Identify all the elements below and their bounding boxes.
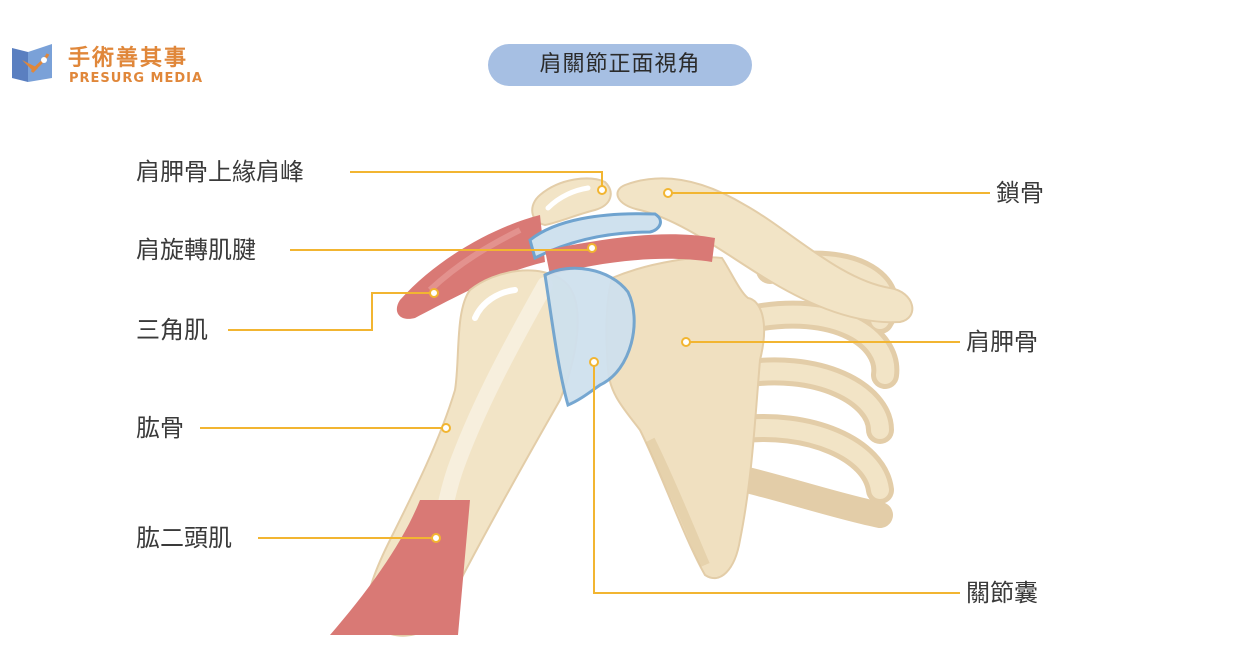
label-deltoid: 三角肌 [136, 316, 208, 344]
clavicle [616, 177, 914, 324]
label-biceps: 肱二頭肌 [136, 524, 232, 552]
brand-name: 手術善其事 [68, 46, 189, 71]
leader-acromion [350, 171, 603, 188]
page-title: 肩關節正面視角 [488, 44, 752, 86]
dot-scapula [681, 337, 691, 347]
rotator-cuff-tendon [528, 212, 662, 261]
leader-capsule [593, 362, 960, 594]
brand-logo: 手術善其事 PRESURG MEDIA [8, 38, 208, 94]
dot-biceps [431, 533, 441, 543]
label-humerus: 肱骨 [136, 414, 184, 442]
label-capsule: 關節囊 [966, 579, 1038, 607]
label-acromion: 肩胛骨上緣肩峰 [136, 158, 304, 186]
scapula [605, 256, 765, 580]
label-rotator-cuff: 肩旋轉肌腱 [136, 236, 256, 264]
dot-deltoid [429, 288, 439, 298]
leader-deltoid [228, 292, 432, 331]
dot-rotator-cuff [587, 243, 597, 253]
brand-mark-icon [12, 44, 52, 82]
supraspinatus-muscle [545, 234, 715, 275]
label-scapula: 肩胛骨 [966, 328, 1038, 356]
dot-clavicle [663, 188, 673, 198]
dot-acromion [597, 185, 607, 195]
joint-capsule [543, 266, 636, 408]
label-clavicle: 鎖骨 [996, 179, 1044, 207]
dot-capsule [589, 357, 599, 367]
brand-sub: PRESURG MEDIA [69, 71, 204, 86]
dot-humerus [441, 423, 451, 433]
